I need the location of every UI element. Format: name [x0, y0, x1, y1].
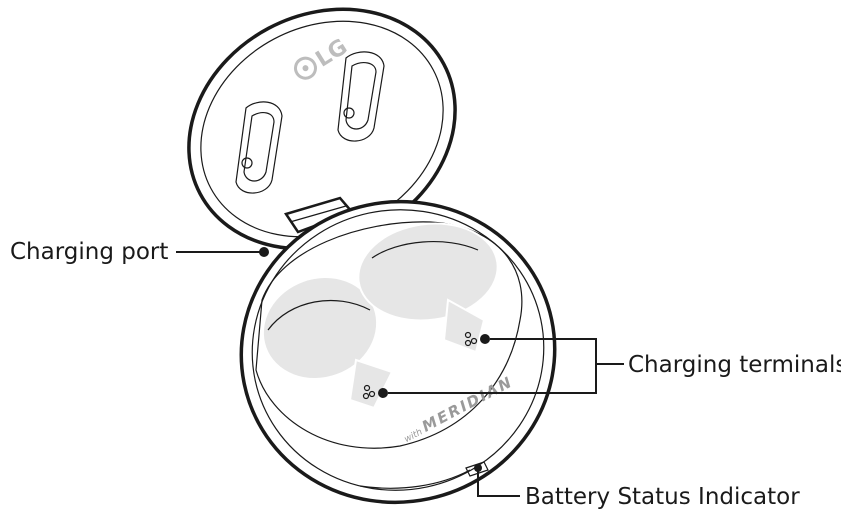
callout-battery-status: Battery Status Indicator [474, 464, 800, 510]
terminal-dot-right [480, 334, 490, 344]
lid-earbud-recess-left [235, 101, 283, 194]
battery-status-label: Battery Status Indicator [525, 484, 800, 510]
lid-earbud-recess-right [337, 51, 385, 142]
callout-charging-port: Charging port [10, 239, 269, 265]
charging-port-label: Charging port [10, 239, 168, 265]
callout-charging-terminals: Charging terminals [378, 334, 841, 398]
earbud-left [261, 275, 394, 410]
charging-terminals-label: Charging terminals [628, 352, 841, 378]
terminal-dot-left [378, 388, 388, 398]
case-lid: LG [187, 7, 457, 251]
terminal-dots-left [362, 384, 376, 400]
terminal-dots-right [464, 331, 478, 347]
charging-port-dot [259, 247, 269, 257]
